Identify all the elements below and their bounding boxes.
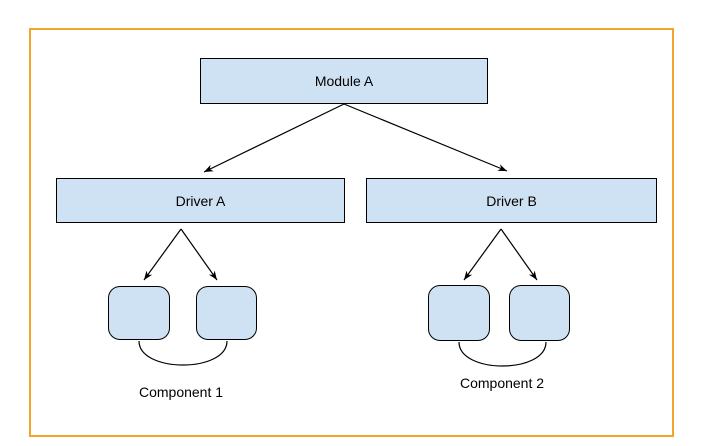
component-1-unit-1 — [108, 286, 170, 340]
component-2-label: Component 2 — [459, 375, 545, 391]
diagram-frame — [29, 28, 674, 437]
component-1-label: Component 1 — [138, 384, 224, 400]
node-driver-b: Driver B — [366, 178, 657, 223]
node-driver-a-label: Driver A — [175, 192, 226, 209]
node-driver-a: Driver A — [56, 178, 345, 223]
component-2-unit-2 — [509, 285, 570, 341]
node-module-a-label: Module A — [314, 73, 374, 89]
component-1-unit-2 — [196, 286, 257, 340]
node-driver-b-label: Driver B — [486, 192, 537, 209]
component-2-unit-1 — [428, 285, 490, 341]
node-module-a: Module A — [200, 58, 488, 104]
